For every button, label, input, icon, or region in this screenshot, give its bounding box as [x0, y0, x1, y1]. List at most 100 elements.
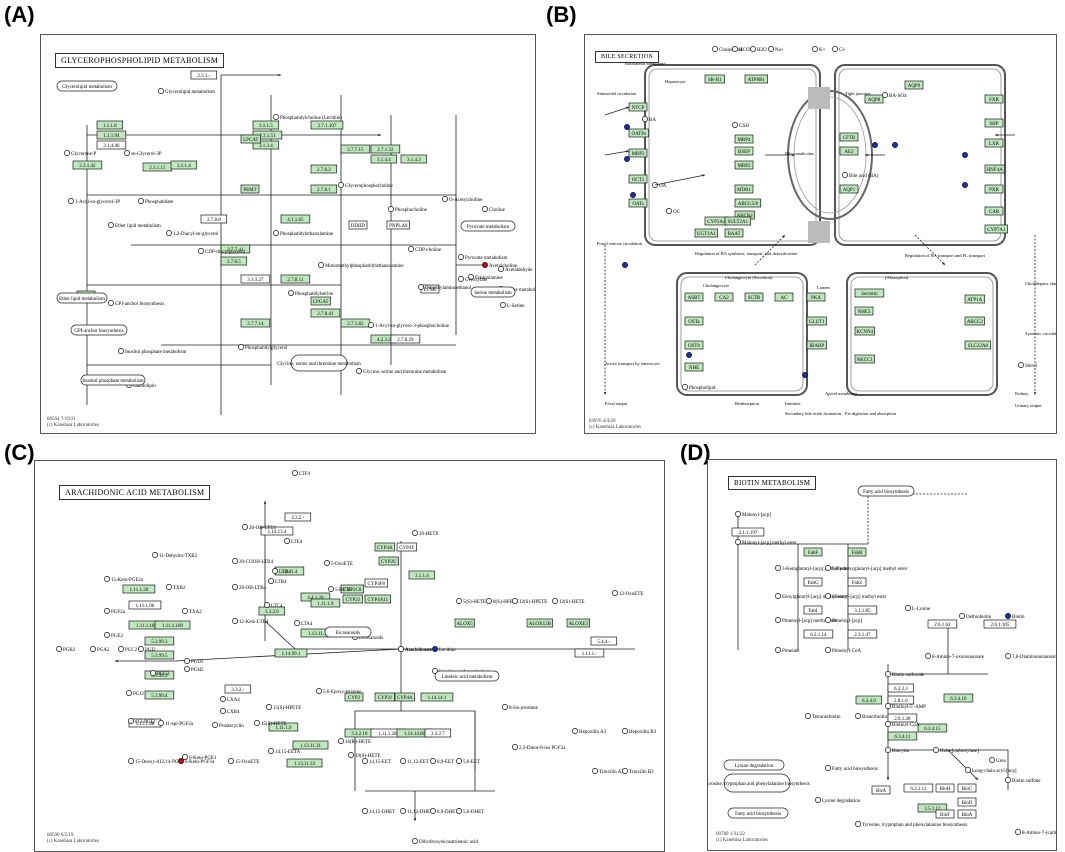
transporter-box[interactable]: NKCC1 [854, 354, 875, 364]
enzyme-box[interactable]: CYP2J [374, 692, 395, 702]
compound-node[interactable]: Lysine degradation [815, 797, 861, 804]
enzyme-box[interactable]: 1.11.1.9 [310, 598, 341, 608]
transporter-box[interactable]: KCNN4 [854, 326, 875, 336]
enzyme-box[interactable]: DDHD [348, 220, 368, 230]
compound-node[interactable]: Holo-[carboxylase] [933, 747, 979, 754]
compound-node[interactable]: Malonyl-[acp] methyl ester [735, 539, 797, 546]
enzyme-box[interactable]: 3.3.2.10 [344, 728, 375, 738]
compound-node[interactable]: Phosphatidylserine [288, 290, 334, 297]
transporter-box[interactable]: IBABP [806, 340, 827, 350]
compound-node[interactable]: 1-Acyl-sn-glycerol-3P [68, 198, 120, 205]
transporter-box[interactable]: OSTb [684, 340, 704, 350]
compound-node[interactable]: 11-Dehydro-TXB2 [152, 552, 198, 559]
compound-node[interactable]: PGF2a [104, 608, 126, 615]
enzyme-box[interactable]: CYP4A [394, 692, 415, 702]
enzyme-box[interactable]: FabB [847, 547, 867, 557]
compound-node[interactable]: Trioxilin A3 [592, 768, 624, 775]
compound-node[interactable]: Trioxilin B3 [622, 768, 654, 775]
compound-node[interactable]: 15(S)-HPETE [266, 704, 301, 711]
compound-node[interactable]: PGJ2 [126, 690, 144, 697]
transporter-box[interactable]: AQP1 [839, 184, 859, 194]
enzyme-box[interactable]: 2.7.7.15 [340, 144, 371, 154]
enzyme-box[interactable]: 1.13.11.31 [292, 740, 329, 750]
compound-node[interactable]: Bisnorbiotin [855, 713, 888, 720]
compound-node[interactable]: LTE4 [284, 538, 303, 545]
enzyme-box[interactable]: 2.6.1.105 [983, 619, 1017, 629]
compound-node[interactable]: H2O [750, 46, 767, 53]
enzyme-box[interactable]: 2.7.1.107 [310, 120, 344, 130]
enzyme-box[interactable]: BioC [957, 783, 977, 793]
compound-node[interactable]: Enoylglutaryl-[acp] methyl ester [775, 593, 848, 600]
compound-node[interactable]: 5-OxoETE [324, 560, 353, 567]
compound-node-bile-acid[interactable] [624, 124, 630, 130]
compound-node[interactable]: 16(R)-HETE [338, 738, 371, 745]
enzyme-box[interactable]: 2.7.1.32 [370, 144, 401, 154]
compound-node[interactable]: Na+ [768, 46, 784, 53]
enzyme-box[interactable]: FabI [803, 605, 823, 615]
transporter-box[interactable]: OATPs [628, 128, 649, 138]
enzyme-box[interactable]: CYP4F [396, 542, 417, 552]
transporter-box[interactable]: MRP3 [628, 148, 648, 158]
compound-node[interactable]: Pimeloyl-[acp] methyl ester [775, 617, 838, 624]
compound-node[interactable]: 20-COOH-LTB4 [232, 558, 273, 565]
compound-node[interactable]: 6-Keto-PGE1 [182, 754, 217, 761]
enzyme-box[interactable]: 3.1.3.4 [252, 140, 280, 150]
map-fatty-acid[interactable]: Fatty acid biosynthesis [857, 485, 915, 497]
enzyme-box[interactable]: ALOX12B [526, 618, 554, 628]
compound-node-bile-acid[interactable] [892, 142, 898, 148]
transporter-box[interactable]: NHE [684, 362, 704, 372]
compound-node[interactable]: LTA4 [294, 620, 313, 627]
compound-node[interactable]: PGH2 [184, 666, 204, 673]
map-gpi-anchor[interactable]: GPI-anchor biosynthesis [70, 324, 128, 336]
enzyme-box[interactable]: BirA [871, 785, 891, 795]
compound-node[interactable]: LXA4 [220, 696, 240, 703]
transporter-box[interactable]: ATP8B1 [744, 74, 768, 84]
enzyme-box[interactable]: 6.3.3.3 [887, 683, 915, 693]
enzyme-box[interactable]: 3.1.4.3 [400, 154, 428, 164]
enzyme-box[interactable]: 1.13.11.33 [286, 758, 323, 768]
compound-node[interactable]: 20-HETE [412, 530, 438, 537]
enzyme-box[interactable]: 6.3.4.9 [855, 695, 883, 705]
enzyme-box[interactable]: PNPLA8 [386, 220, 410, 230]
enzyme-box[interactable]: ALOX5 [454, 618, 475, 628]
compound-node[interactable]: PGC2 [118, 646, 138, 653]
enzyme-box[interactable]: 6.3.4.11 [887, 731, 918, 741]
enzyme-box[interactable]: 1.1.1.8 [96, 120, 124, 130]
enzyme-box[interactable]: 1.14.99.1 [274, 648, 308, 658]
compound-node[interactable]: 5,6-DHET [456, 808, 484, 815]
compound-node[interactable]: Inositol phosphate metabolism [118, 348, 186, 355]
enzyme-box[interactable]: 2.7.8.1 [310, 184, 338, 194]
transporter-box[interactable]: AQP8 [864, 94, 884, 104]
compound-node[interactable]: 11-epi-PGF2a [158, 720, 194, 727]
enzyme-box[interactable]: 2.7.8.2 [310, 164, 338, 174]
compound-node[interactable]: BA [642, 116, 656, 123]
transporter-box[interactable]: Secretin [854, 288, 885, 298]
compound-node[interactable]: PGE2 [104, 632, 123, 639]
enzyme-box[interactable]: 5.3.99.3 [144, 636, 175, 646]
compound-node[interactable]: 19(S)-HETE [348, 752, 381, 759]
compound-node[interactable]: 2,3-Dinor-8-iso PGF2a [512, 744, 566, 751]
transporter-box[interactable]: GLUT1 [806, 316, 827, 326]
transporter-box[interactable]: BSEP [734, 146, 754, 156]
enzyme-box[interactable]: 1.14.14.1 [420, 692, 454, 702]
enzyme-box[interactable]: 3.1.1.5 [252, 120, 280, 130]
compound-node[interactable]: Monomethylphosphatidylethanolamine [318, 262, 404, 269]
enzyme-box[interactable]: LPCAT [240, 134, 261, 144]
enzyme-box[interactable]: 2.7.1.82 [340, 318, 371, 328]
compound-node[interactable]: 14,15-EETA [268, 748, 301, 755]
transporter-box[interactable]: ASBT [684, 292, 704, 302]
transporter-box[interactable]: SR-B1 [704, 74, 725, 84]
compound-node[interactable]: 11,12-DHET [400, 808, 433, 815]
compound-node[interactable]: LTF4 [292, 470, 310, 477]
enzyme-box[interactable]: 2.7.8.11 [280, 274, 311, 284]
compound-node[interactable]: PGI2 [138, 646, 156, 653]
compound-node-bile-acid[interactable] [630, 192, 636, 198]
compound-node[interactable]: Phosphocholine [388, 206, 428, 213]
enzyme-box[interactable]: 3.3.2.6 [258, 606, 286, 616]
compound-node[interactable]: Pimeloyl-[acp] [825, 617, 862, 624]
transporter-box[interactable]: OATs [628, 198, 648, 208]
transporter-box[interactable]: SHP [984, 118, 1004, 128]
compound-node[interactable]: 6-Keto-PGF1a [178, 758, 215, 765]
map-pyruvate[interactable]: Pyruvate metabolism [460, 220, 516, 232]
map-tyrosine[interactable]: Tyrosine, tryptophan and phenylalanine b… [708, 773, 810, 793]
